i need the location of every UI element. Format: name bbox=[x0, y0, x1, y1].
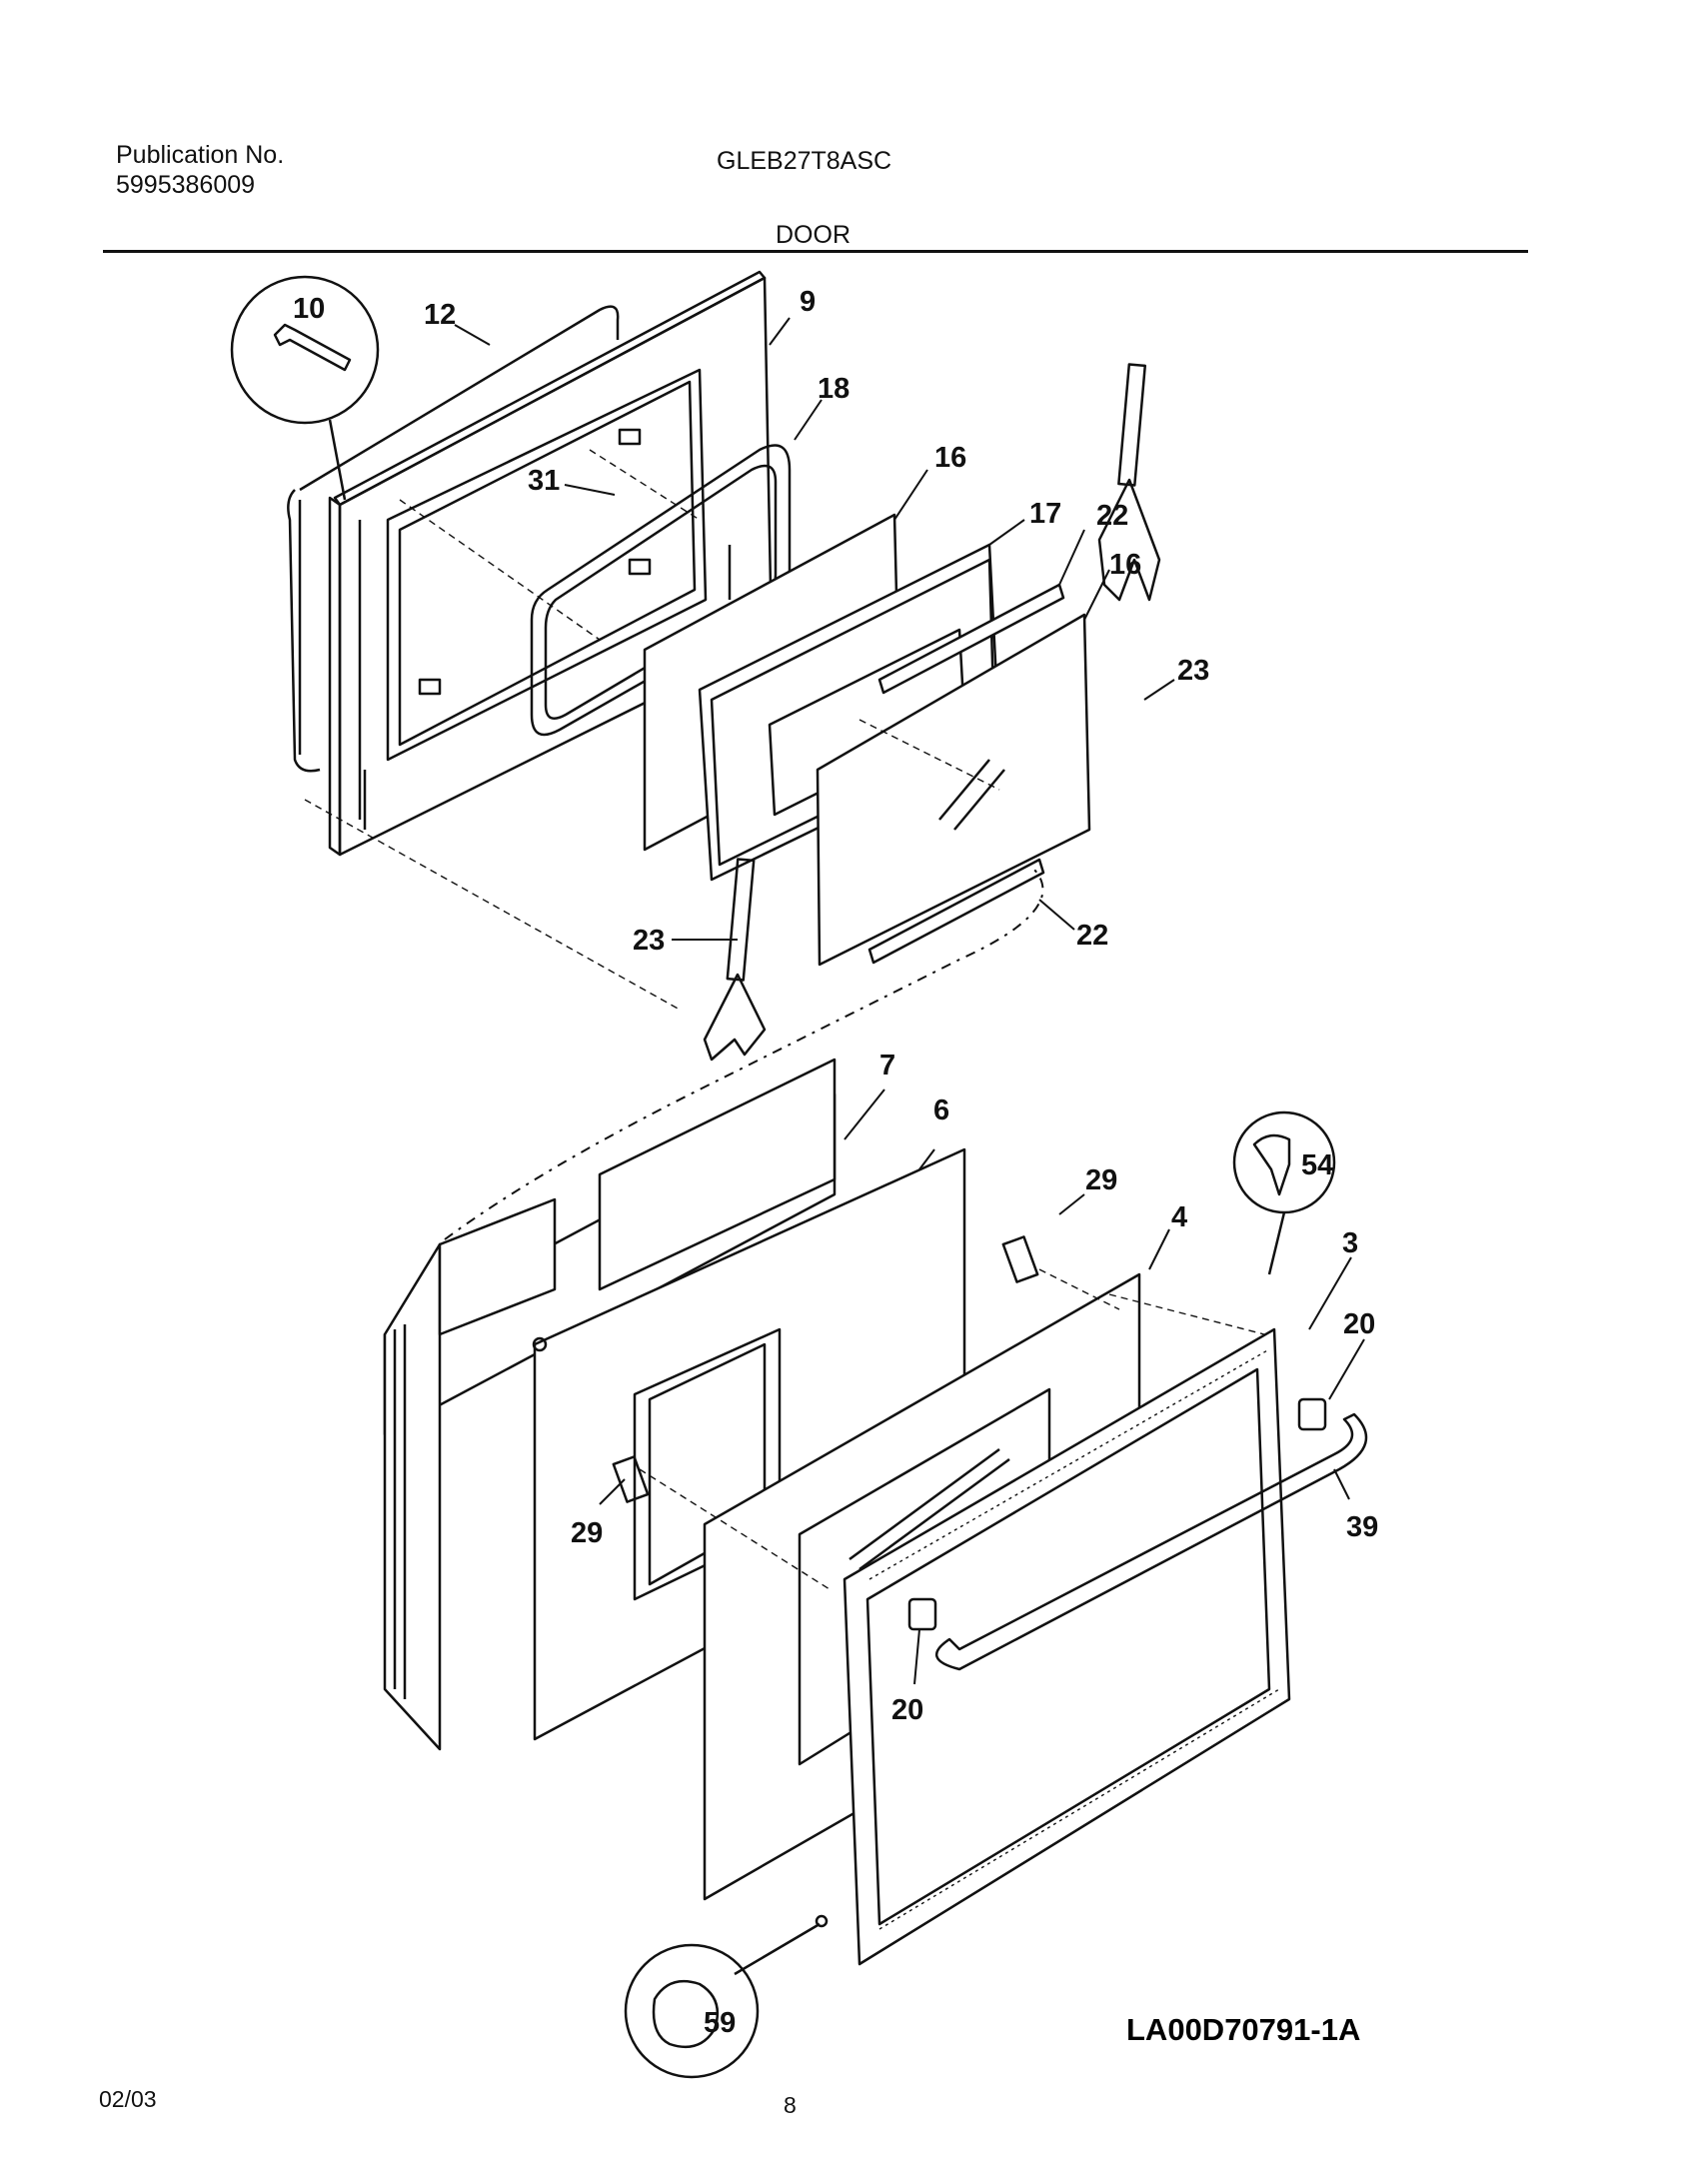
outer-door-frame bbox=[843, 1327, 1291, 1966]
callout-20-right: 20 bbox=[1343, 1308, 1375, 1340]
callout-9: 9 bbox=[800, 286, 816, 318]
callout-6: 6 bbox=[933, 1094, 949, 1126]
callout-20-left: 20 bbox=[891, 1694, 923, 1726]
callout-7: 7 bbox=[879, 1050, 895, 1082]
publication-label: Publication No. bbox=[116, 141, 285, 169]
bottom-bracket bbox=[867, 858, 1045, 965]
page-number: 8 bbox=[784, 2092, 797, 2118]
callout-12: 12 bbox=[424, 299, 456, 331]
door-gasket bbox=[287, 305, 620, 773]
callout-18: 18 bbox=[818, 373, 850, 405]
assembly-dashed-guide bbox=[444, 869, 1044, 1240]
callout-39: 39 bbox=[1346, 1511, 1378, 1543]
callout-31: 31 bbox=[528, 465, 560, 497]
callout-22-top: 22 bbox=[1096, 500, 1128, 532]
callout-3: 3 bbox=[1342, 1227, 1358, 1259]
callout-10: 10 bbox=[293, 293, 325, 325]
callout-23-right: 23 bbox=[1177, 655, 1209, 687]
callout-16-rear: 16 bbox=[934, 442, 966, 474]
publication-number: 5995386009 bbox=[116, 171, 256, 199]
handle-cap-left bbox=[907, 1597, 937, 1631]
callout-16-front: 16 bbox=[1109, 549, 1141, 581]
door-handle bbox=[935, 1412, 1368, 1671]
detail-circle-10 bbox=[230, 275, 380, 425]
header-rule bbox=[103, 250, 1528, 253]
callout-17: 17 bbox=[1029, 498, 1061, 530]
figure-id: LA00D70791-1A bbox=[1126, 2012, 1360, 2047]
spacer-upper bbox=[1001, 1235, 1039, 1283]
detail-circle-59 bbox=[624, 1943, 760, 2079]
hinge-right bbox=[1097, 363, 1161, 602]
callout-29-upper: 29 bbox=[1085, 1164, 1117, 1196]
model-number: GLEB27T8ASC bbox=[717, 147, 892, 175]
callout-54: 54 bbox=[1301, 1149, 1333, 1181]
footer-date: 02/03 bbox=[99, 2086, 157, 2112]
top-bracket bbox=[877, 583, 1065, 695]
callout-59: 59 bbox=[704, 2007, 736, 2039]
insulation-pack bbox=[383, 1058, 837, 1751]
hinge-left bbox=[703, 858, 767, 1062]
handle-cap-right bbox=[1297, 1397, 1327, 1431]
callout-4: 4 bbox=[1171, 1201, 1187, 1233]
callout-22-bottom: 22 bbox=[1076, 920, 1108, 952]
callout-23-left: 23 bbox=[633, 925, 665, 957]
callout-29-lower: 29 bbox=[571, 1517, 603, 1549]
section-title: DOOR bbox=[776, 221, 851, 249]
glass-pane-front bbox=[816, 613, 1091, 967]
